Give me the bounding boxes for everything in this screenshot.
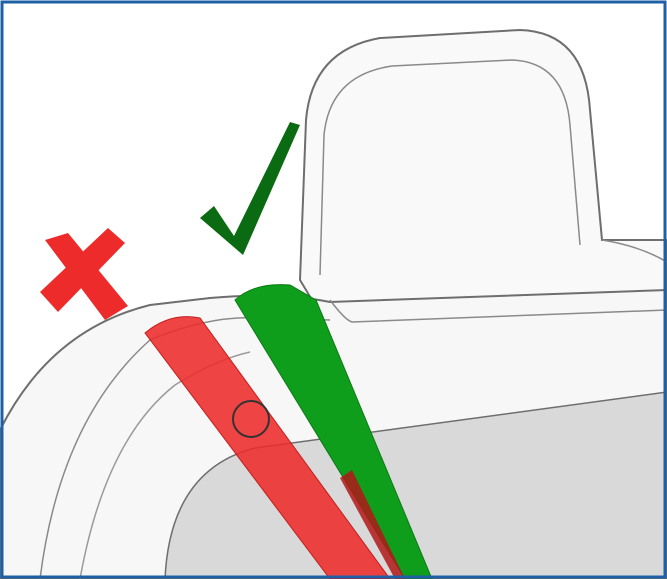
- diagram-canvas: [0, 0, 667, 579]
- seatbelt-diagram: [0, 0, 667, 579]
